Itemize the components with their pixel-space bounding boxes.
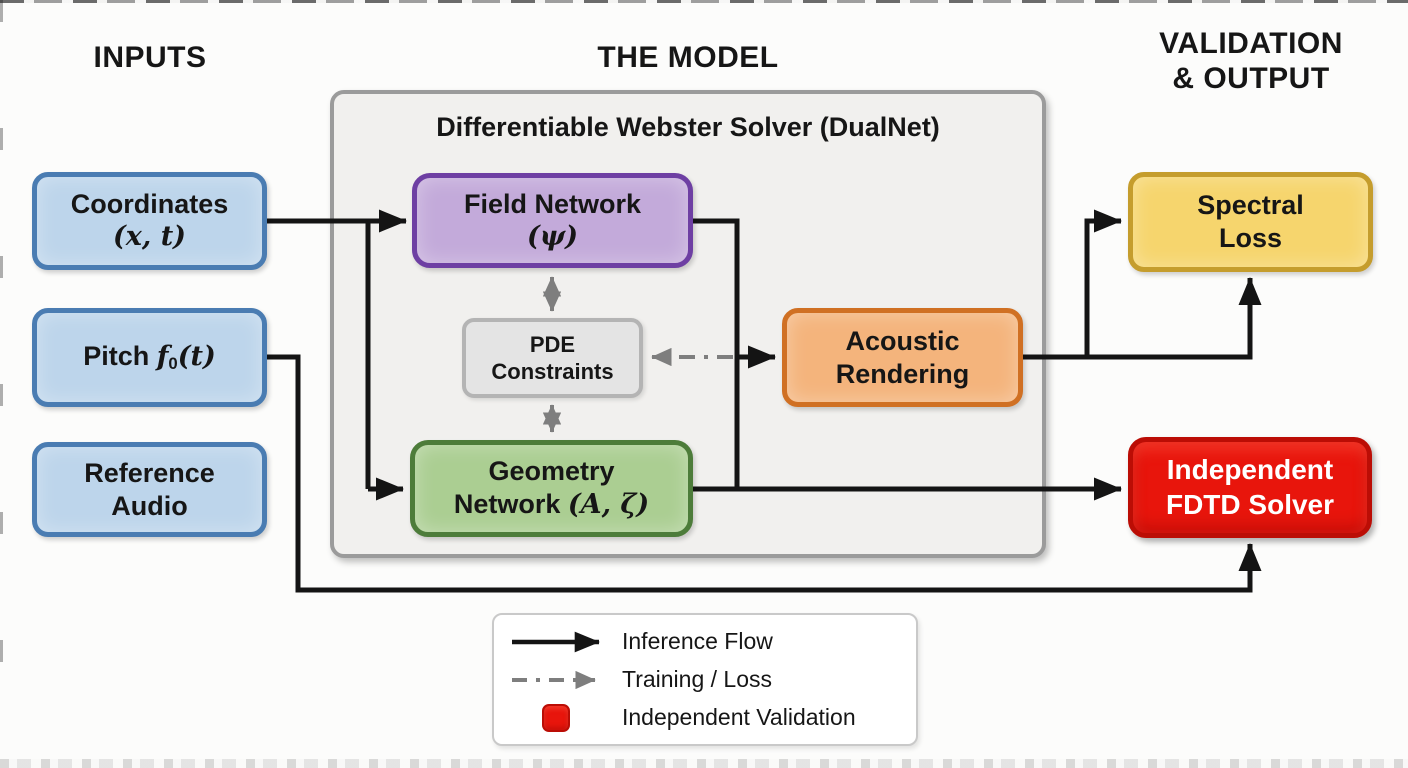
- legend: Inference Flow Training / Loss Independe…: [492, 613, 918, 746]
- pitch-label: Pitch f0(t): [83, 341, 216, 374]
- coordinates-label: Coordinates: [70, 189, 229, 220]
- validation-header-line2: & OUTPUT: [1172, 62, 1330, 96]
- training-loss-arrow-icon: [494, 668, 622, 692]
- arrow-acoustic-to-spectral-loss-bottom: [1023, 277, 1262, 360]
- legend-inference-label: Inference Flow: [622, 628, 773, 654]
- spectral-loss-line2: Loss: [1218, 223, 1283, 253]
- reference-audio-input-box: Reference Audio: [32, 442, 267, 537]
- dualnet-container-title: Differentiable Webster Solver (DualNet): [436, 112, 940, 142]
- validation-header-line1: VALIDATION: [1159, 27, 1343, 60]
- legend-row-inference: Inference Flow: [494, 623, 916, 661]
- acoustic-rendering-line1: Acoustic: [845, 325, 960, 356]
- legend-validation-label: Independent Validation: [622, 704, 856, 730]
- fdtd-solver-line1: Independent: [1166, 454, 1334, 486]
- coordinates-input-box: Coordinates (x, t): [32, 172, 267, 270]
- geometry-network-line2: Network (A, ζ): [453, 489, 650, 520]
- field-network-math-label: (ψ): [527, 220, 578, 252]
- legend-row-training: Training / Loss: [494, 661, 916, 699]
- reference-audio-line1: Reference: [84, 457, 215, 488]
- inputs-header: INPUTS: [93, 41, 207, 74]
- pde-constraints-line1: PDE: [529, 331, 576, 357]
- acoustic-rendering-box: Acoustic Rendering: [782, 308, 1023, 407]
- model-header: THE MODEL: [597, 41, 779, 74]
- pitch-input-box: Pitch f0(t): [32, 308, 267, 407]
- reference-audio-line2: Audio: [111, 490, 188, 521]
- line-field-network-output-down: [693, 218, 740, 489]
- fdtd-solver-line2: FDTD Solver: [1165, 488, 1335, 520]
- arrow-pitch-to-fdtd-solver: [267, 354, 1262, 593]
- inference-flow-arrow-icon: [494, 630, 622, 654]
- geometry-network-line1: Geometry: [488, 456, 615, 487]
- acoustic-rendering-line2: Rendering: [835, 358, 970, 389]
- pde-constraints-box: PDE Constraints: [462, 318, 643, 398]
- field-network-box: Field Network (ψ): [412, 173, 693, 268]
- fdtd-solver-box: Independent FDTD Solver: [1128, 437, 1372, 538]
- spectral-loss-box: Spectral Loss: [1128, 172, 1373, 272]
- spectral-loss-line1: Spectral: [1197, 190, 1304, 221]
- arrow-acoustic-to-spectral-loss-left: [1084, 209, 1122, 357]
- field-network-label: Field Network: [463, 188, 642, 219]
- coordinates-math-label: (x, t): [113, 221, 186, 252]
- scan-noise-bottom: [0, 759, 1408, 768]
- validation-output-header: VALIDATION & OUTPUT: [1118, 26, 1384, 97]
- independent-validation-square-icon: [494, 703, 622, 732]
- scan-noise-top: [0, 0, 1408, 3]
- pde-constraints-line2: Constraints: [491, 359, 614, 384]
- scan-noise-left: [0, 0, 3, 768]
- legend-row-validation: Independent Validation: [494, 699, 916, 737]
- geometry-network-box: Geometry Network (A, ζ): [410, 440, 693, 537]
- legend-training-label: Training / Loss: [622, 666, 772, 692]
